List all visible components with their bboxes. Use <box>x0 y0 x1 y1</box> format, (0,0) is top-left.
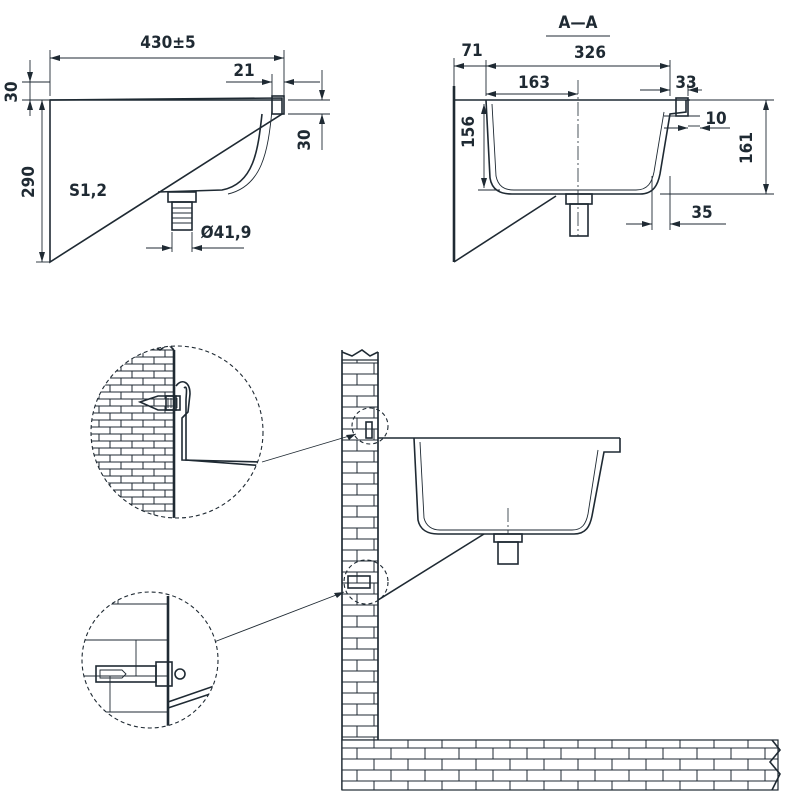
front-edge-dimension: 33 <box>675 73 696 93</box>
depth-dimension: 156 <box>459 116 479 148</box>
edge-offset-dimension: 21 <box>233 61 254 81</box>
half-width-dimension: 163 <box>518 73 550 93</box>
rim-step-dimension: 10 <box>705 109 726 129</box>
section-drain <box>565 193 593 237</box>
side-view: 430±5 30 290 21 30 S1,2 <box>2 33 330 264</box>
material-label: S1,2 <box>69 181 107 201</box>
inner-width-dimension: 326 <box>574 43 606 63</box>
installed-sink <box>377 437 621 601</box>
back-offset-dimension: 71 <box>461 41 482 61</box>
detail-bottom <box>81 591 219 729</box>
back-height-dimension: 30 <box>295 129 315 150</box>
width-dimension: 430±5 <box>140 33 195 53</box>
installation-view <box>81 345 782 791</box>
section-label: A—A <box>559 13 598 33</box>
drain-fitting <box>167 191 197 231</box>
rim-height-dimension: 30 <box>2 81 22 102</box>
section-view: A—A 326 71 163 33 156 <box>452 13 774 263</box>
drain-diameter-dimension: Ø41,9 <box>201 223 252 243</box>
front-overhang-dimension: 35 <box>691 203 712 223</box>
bracket-height-dimension: 290 <box>19 166 39 198</box>
overall-depth-dimension: 161 <box>737 132 757 164</box>
detail-top <box>90 345 264 519</box>
